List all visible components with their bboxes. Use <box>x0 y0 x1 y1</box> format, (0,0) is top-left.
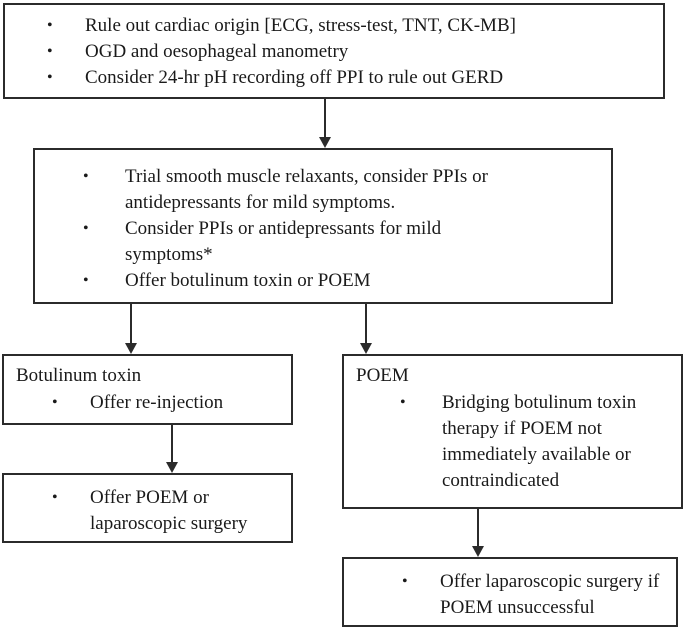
list-item-label: Offer botulinum toxin or POEM <box>125 270 371 291</box>
bullet-icon: • <box>402 573 408 590</box>
arrow-shaft <box>477 509 479 546</box>
arrow-head-icon <box>360 343 372 354</box>
bullet-icon: • <box>83 168 89 185</box>
flow-node-first-line-therapy[interactable]: • Trial smooth muscle relaxants, conside… <box>33 148 613 304</box>
node-content: • Trial smooth muscle relaxants, conside… <box>35 150 611 302</box>
flow-node-poem-or-laparoscopic-surgery[interactable]: • Offer POEM or laparoscopic surgery <box>2 473 293 543</box>
bullet-icon: • <box>83 220 89 237</box>
flow-node-poem[interactable]: POEM • Bridging botulinum toxin therapy … <box>342 354 683 509</box>
node-content: • Offer laparoscopic surgery if POEM uns… <box>344 559 676 625</box>
list-item-label: Consider PPIs or antidepressants for mil… <box>125 218 442 265</box>
list-item-label: Bridging botulinum toxin therapy if POEM… <box>442 392 637 491</box>
node-content: Botulinum toxin • Offer re-injection <box>4 356 291 423</box>
list-item: • Trial smooth muscle relaxants, conside… <box>83 164 599 216</box>
arrow-head-icon <box>125 343 137 354</box>
list-item-label: Offer re-injection <box>90 392 224 413</box>
bullet-icon: • <box>400 394 406 411</box>
flow-node-lap-surgery-if-poem-unsuccessful[interactable]: • Offer laparoscopic surgery if POEM uns… <box>342 557 678 627</box>
node-header-label: Botulinum toxin <box>16 365 142 386</box>
bullet-icon: • <box>47 17 53 34</box>
list-item-label: OGD and oesophageal manometry <box>85 41 349 62</box>
bullet-icon: • <box>47 69 53 86</box>
arrow-shaft <box>324 99 326 137</box>
bullet-icon: • <box>47 43 53 60</box>
flow-node-initial-workup[interactable]: • Rule out cardiac origin [ECG, stress-t… <box>3 3 665 99</box>
bullet-list: • Offer laparoscopic surgery if POEM uns… <box>402 569 668 621</box>
list-item: • Offer botulinum toxin or POEM <box>83 268 599 294</box>
flow-node-botulinum-toxin[interactable]: Botulinum toxin • Offer re-injection <box>2 354 293 425</box>
node-content: • Rule out cardiac origin [ECG, stress-t… <box>5 5 663 97</box>
bullet-list: • Rule out cardiac origin [ECG, stress-t… <box>47 13 653 91</box>
list-item: • Offer laparoscopic surgery if POEM uns… <box>402 569 668 621</box>
list-item: • Offer POEM or laparoscopic surgery <box>52 485 283 537</box>
bullet-icon: • <box>52 489 58 506</box>
list-item: • Rule out cardiac origin [ECG, stress-t… <box>47 13 653 39</box>
bullet-list: • Offer POEM or laparoscopic surgery <box>52 485 283 537</box>
list-item: • OGD and oesophageal manometry <box>47 39 653 65</box>
list-item-label: Rule out cardiac origin [ECG, stress-tes… <box>85 15 516 36</box>
arrow-head-icon <box>319 137 331 148</box>
arrow-head-icon <box>166 462 178 473</box>
list-item: • Consider PPIs or antidepressants for m… <box>83 216 599 268</box>
node-header-label: POEM <box>356 365 409 386</box>
arrow-shaft <box>171 425 173 462</box>
node-content: POEM • Bridging botulinum toxin therapy … <box>344 356 681 507</box>
node-content: • Offer POEM or laparoscopic surgery <box>4 475 291 541</box>
list-item-label: Trial smooth muscle relaxants, consider … <box>125 166 488 213</box>
arrow-shaft <box>130 304 132 343</box>
list-item-label: Consider 24-hr pH recording off PPI to r… <box>85 67 504 88</box>
list-item: • Bridging botulinum toxin therapy if PO… <box>400 390 671 494</box>
bullet-icon: • <box>83 272 89 289</box>
list-item-label: Offer POEM or laparoscopic surgery <box>90 487 248 534</box>
list-item: • Consider 24-hr pH recording off PPI to… <box>47 65 653 91</box>
bullet-list: • Offer re-injection <box>52 390 283 416</box>
bullet-icon: • <box>52 394 58 411</box>
list-item: • Offer re-injection <box>52 390 283 416</box>
bullet-list: • Trial smooth muscle relaxants, conside… <box>83 164 599 294</box>
list-item-label: Offer laparoscopic surgery if POEM unsuc… <box>440 571 660 618</box>
arrow-head-icon <box>472 546 484 557</box>
arrow-shaft <box>365 304 367 343</box>
bullet-list: • Bridging botulinum toxin therapy if PO… <box>400 390 671 494</box>
